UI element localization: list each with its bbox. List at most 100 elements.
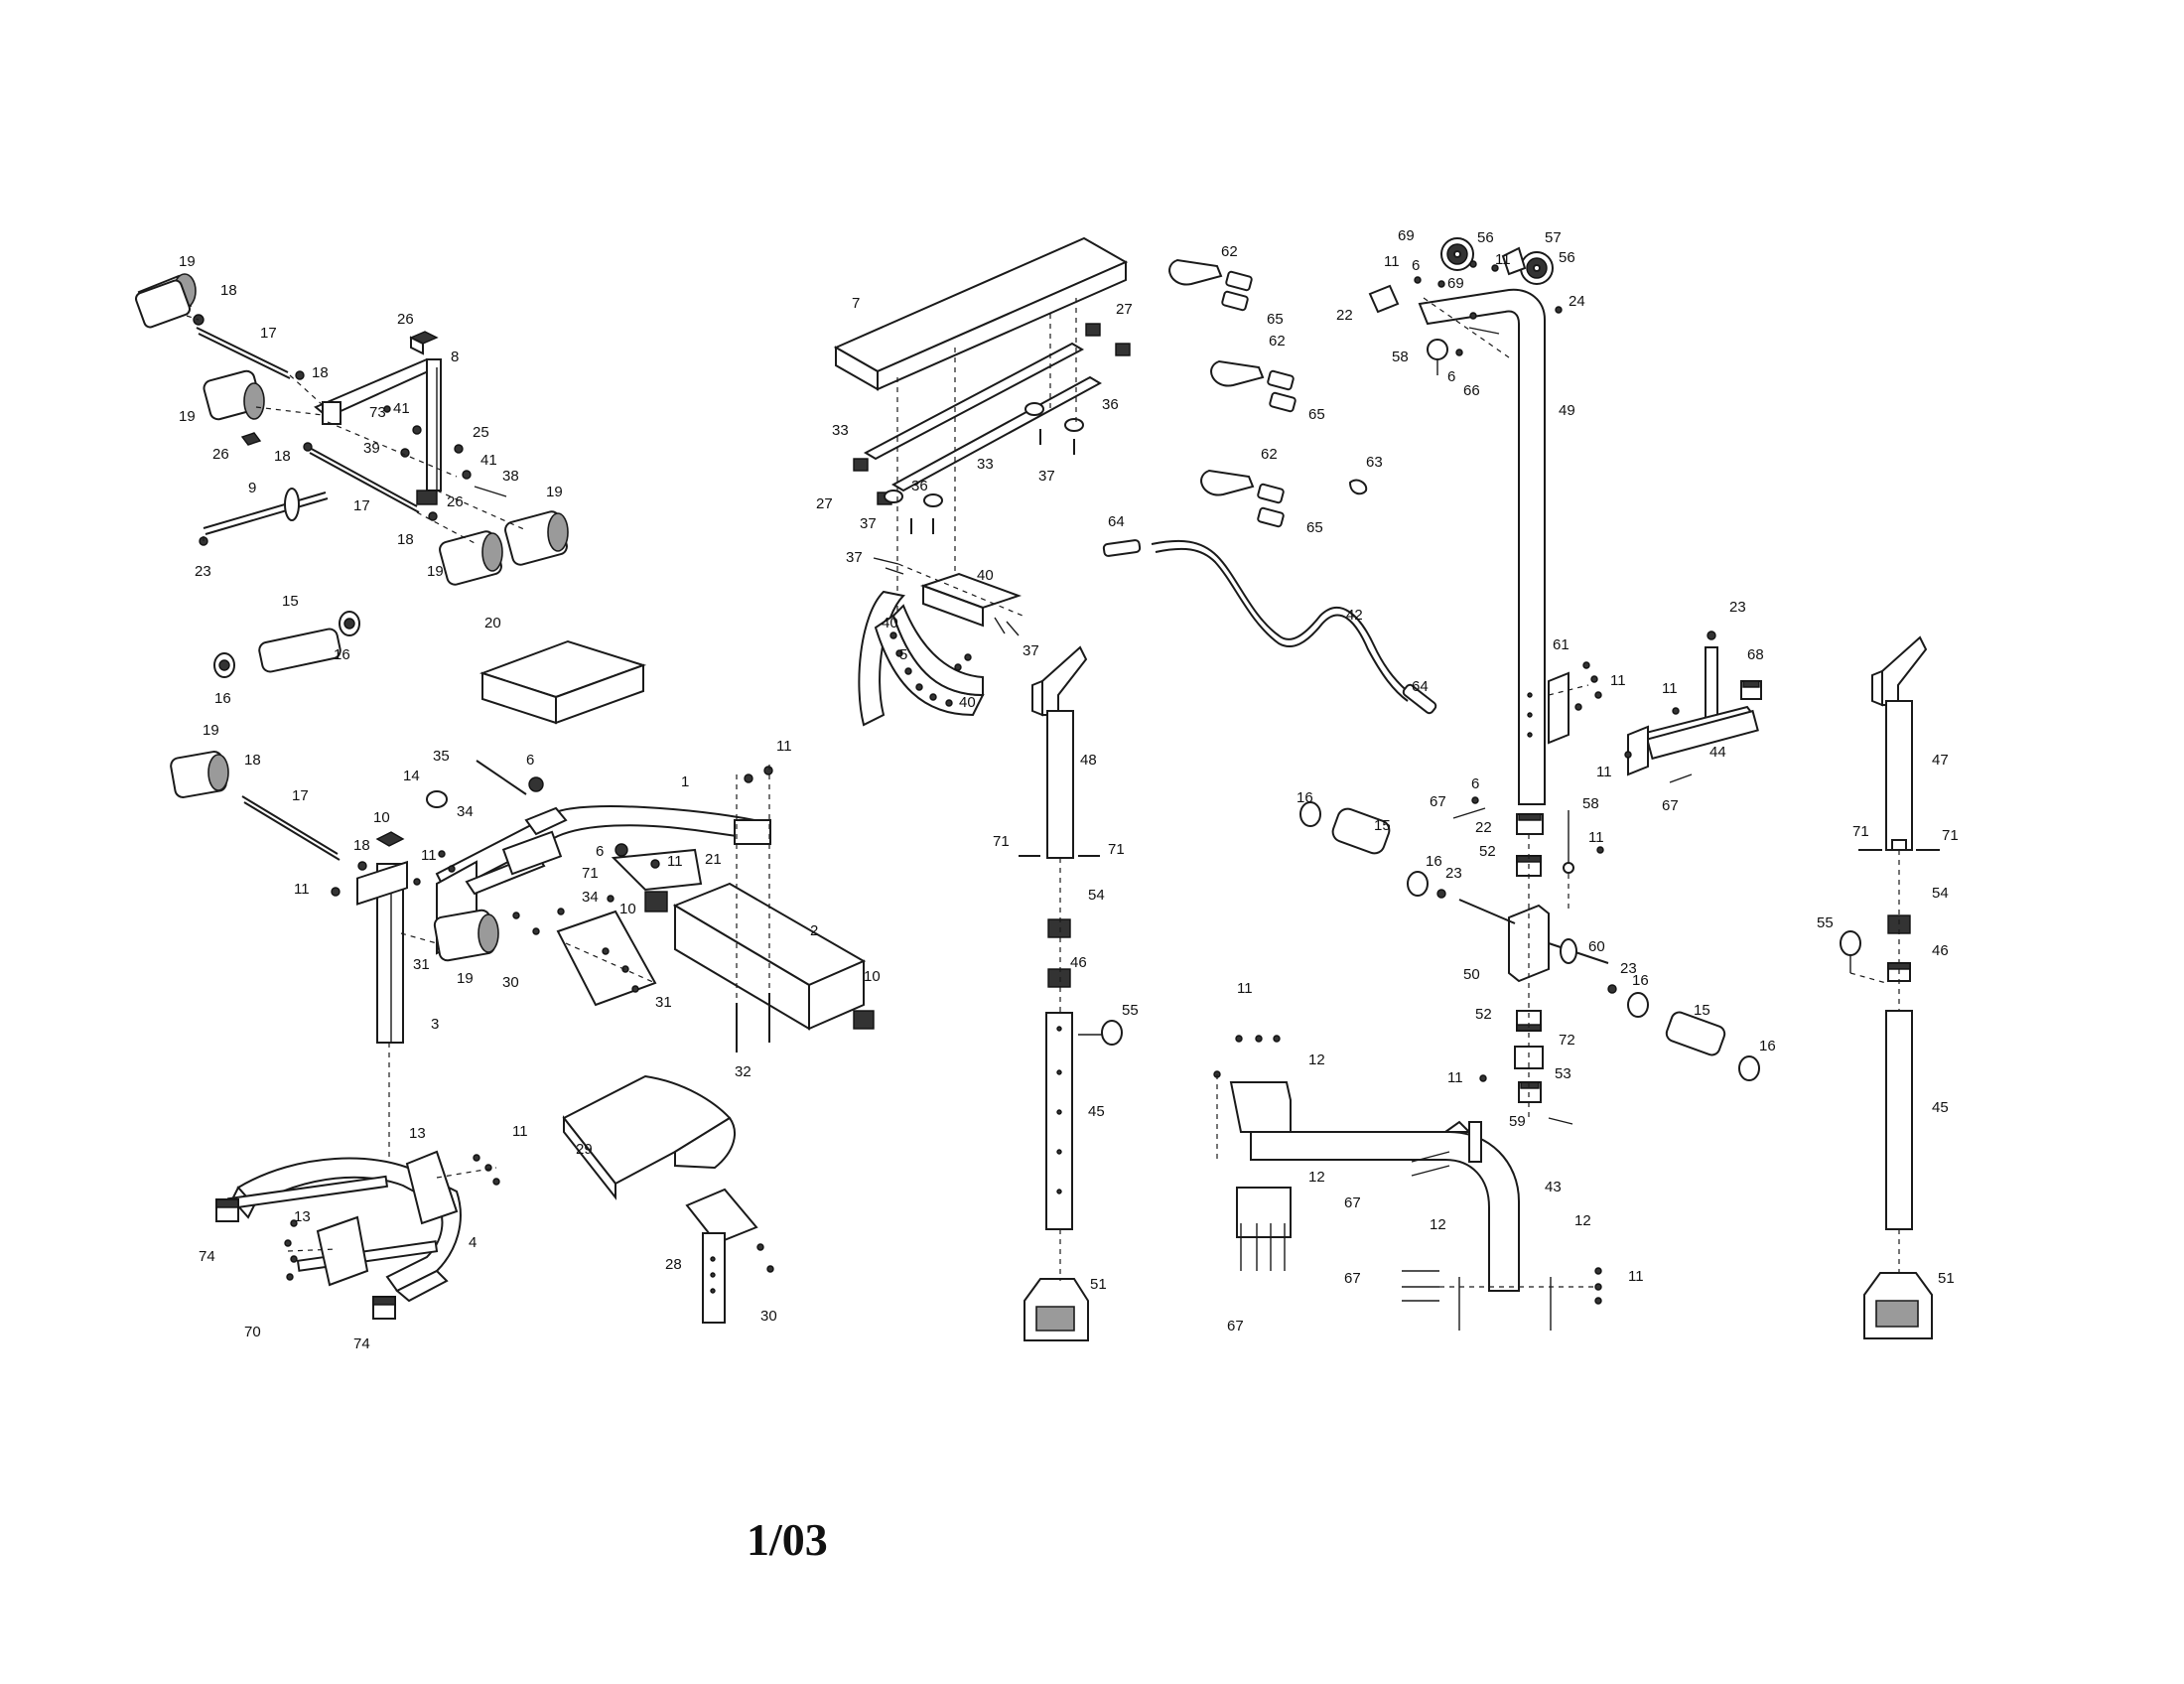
part-callout-31: 31 (655, 994, 672, 1011)
part-callout-16: 16 (1759, 1038, 1776, 1054)
part-callout-37: 37 (846, 549, 863, 566)
arm-frame-assembly-43 (1213, 1035, 1602, 1331)
part-callout-55: 55 (1817, 914, 1834, 931)
part-callout-52: 52 (1479, 843, 1496, 860)
part-callout-25: 25 (473, 424, 489, 441)
part-callout-62: 62 (1269, 333, 1286, 350)
part-callout-43: 43 (1545, 1179, 1562, 1195)
part-callout-19: 19 (457, 970, 474, 987)
part-callout-56: 56 (1477, 229, 1494, 246)
part-callout-58: 58 (1392, 349, 1409, 365)
part-callout-4: 4 (469, 1234, 477, 1251)
part-callout-11: 11 (512, 1123, 528, 1140)
part-callout-11: 11 (1628, 1268, 1644, 1285)
part-callout-41: 41 (393, 400, 410, 417)
part-callout-59: 59 (1509, 1113, 1526, 1130)
part-callout-30: 30 (502, 974, 519, 991)
part-callout-45: 45 (1088, 1103, 1105, 1120)
part-callout-24: 24 (1569, 293, 1585, 310)
part-callout-26: 26 (397, 311, 414, 328)
part-callout-6: 6 (1447, 368, 1455, 385)
part-callout-16: 16 (1632, 972, 1649, 989)
page-number: 1/03 (747, 1514, 828, 1565)
part-callout-3: 3 (431, 1016, 439, 1033)
part-callout-29: 29 (576, 1141, 593, 1158)
part-callout-23: 23 (1729, 599, 1746, 616)
part-callout-41: 41 (480, 452, 497, 469)
part-callout-22: 22 (1475, 819, 1492, 836)
part-callout-11: 11 (1384, 253, 1400, 270)
part-callout-17: 17 (260, 325, 277, 342)
part-callout-66: 66 (1463, 382, 1480, 399)
part-callout-38: 38 (502, 468, 519, 485)
part-callout-67: 67 (1344, 1270, 1361, 1287)
part-callout-11: 11 (1495, 251, 1511, 268)
part-callout-54: 54 (1932, 885, 1949, 902)
part-callout-11: 11 (294, 881, 310, 898)
pulley-tower-assembly (1368, 237, 1602, 835)
part-callout-34: 34 (582, 889, 599, 906)
part-callout-18: 18 (220, 282, 237, 299)
part-callout-14: 14 (403, 768, 420, 784)
part-callout-62: 62 (1261, 446, 1278, 463)
part-callout-62: 62 (1221, 243, 1238, 260)
part-callout-16: 16 (214, 690, 231, 707)
part-callout-56: 56 (1559, 249, 1575, 266)
part-callout-33: 33 (977, 456, 994, 473)
part-callout-28: 28 (665, 1256, 682, 1273)
part-callout-12: 12 (1430, 1216, 1446, 1233)
part-callout-48: 48 (1080, 752, 1097, 769)
part-callout-64: 64 (1412, 678, 1429, 695)
lower-pivot-assembly (1299, 801, 1760, 1125)
leg-lever-assembly (134, 273, 569, 586)
part-callout-6: 6 (526, 752, 534, 769)
part-callout-10: 10 (619, 901, 636, 917)
right-upright-assembly (1840, 635, 1940, 1339)
backrest-assembly (833, 236, 1131, 616)
part-callout-12: 12 (1308, 1169, 1325, 1186)
part-callout-12: 12 (1308, 1052, 1325, 1068)
part-callout-23: 23 (1445, 865, 1462, 882)
part-callout-19: 19 (179, 253, 196, 270)
part-callout-8: 8 (451, 349, 459, 365)
part-callout-11: 11 (1588, 829, 1604, 846)
part-callout-40: 40 (977, 567, 994, 584)
part-callout-71: 71 (582, 865, 599, 882)
part-callout-31: 31 (413, 956, 430, 973)
part-callout-67: 67 (1662, 797, 1679, 814)
part-callout-23: 23 (1620, 960, 1637, 977)
part-callout-16: 16 (1297, 789, 1313, 806)
part-callout-11: 11 (1610, 672, 1626, 689)
part-callout-10: 10 (373, 809, 390, 826)
part-callout-30: 30 (760, 1308, 777, 1325)
part-callout-13: 13 (294, 1208, 311, 1225)
part-callout-37: 37 (1023, 642, 1039, 659)
part-callout-68: 68 (1747, 646, 1764, 663)
part-callout-60: 60 (1588, 938, 1605, 955)
part-callout-11: 11 (776, 738, 792, 755)
part-callout-21: 21 (705, 851, 722, 868)
part-callout-18: 18 (353, 837, 370, 854)
leg-pad-assembly (213, 611, 360, 678)
part-callout-73: 73 (369, 404, 386, 421)
part-callout-11: 11 (421, 847, 437, 864)
part-callout-9: 9 (248, 480, 256, 496)
part-callout-67: 67 (1344, 1194, 1361, 1211)
base-frame-assembly (215, 1150, 500, 1320)
part-callout-65: 65 (1308, 406, 1325, 423)
part-callout-39: 39 (363, 440, 380, 457)
part-callout-6: 6 (596, 843, 604, 860)
part-callout-26: 26 (212, 446, 229, 463)
part-callout-35: 35 (433, 748, 450, 765)
part-callout-52: 52 (1475, 1006, 1492, 1023)
left-upright-assembly (1019, 645, 1123, 1341)
part-callout-16: 16 (334, 646, 350, 663)
part-callout-69: 69 (1447, 275, 1464, 292)
part-callout-71: 71 (993, 833, 1010, 850)
handle-and-bar-assembly (1102, 258, 1437, 715)
part-callout-18: 18 (244, 752, 261, 769)
part-callout-36: 36 (911, 478, 928, 494)
part-callout-46: 46 (1070, 954, 1087, 971)
part-callout-37: 37 (860, 515, 877, 532)
